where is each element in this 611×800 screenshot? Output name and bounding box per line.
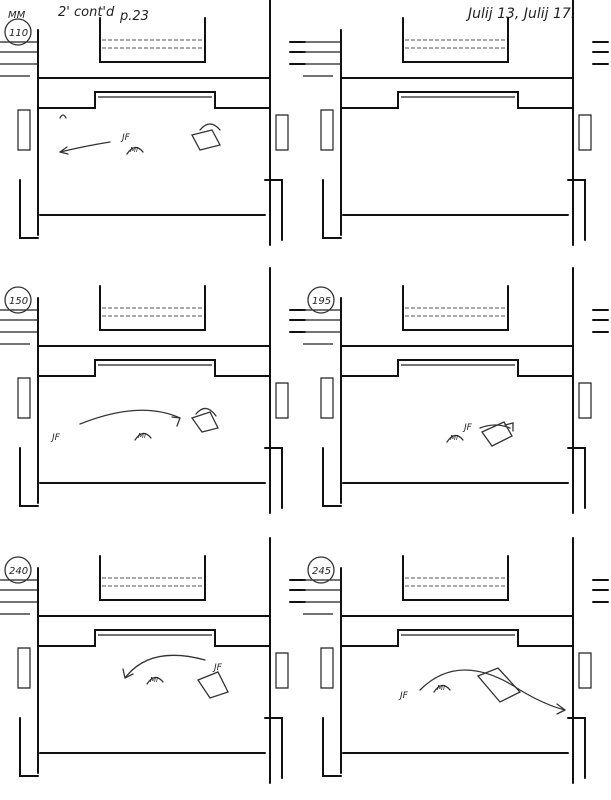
actor-label-mi: MI: [437, 684, 445, 692]
stage-outline: [37, 615, 271, 754]
side-doors: [320, 109, 592, 151]
prop-sketch: [197, 671, 229, 699]
wing-lines: [303, 579, 341, 615]
platform-steps: [102, 39, 203, 49]
downstage-corners: [322, 447, 586, 509]
stage-panel: 150: [0, 267, 306, 514]
wing-lines: [0, 579, 38, 615]
actor-label-jf: JF: [120, 133, 131, 143]
cue-number-circle: [307, 286, 335, 314]
cue-number: 245: [312, 566, 331, 577]
arrow-head: [59, 146, 69, 155]
arrow-head: [171, 416, 181, 427]
scene-label: 2' cont'd: [58, 5, 115, 20]
cue-number: 150: [9, 296, 28, 307]
downstage-corners: [19, 717, 283, 779]
upstage-platform: [99, 285, 206, 331]
actor-label-mi: MI: [130, 146, 138, 154]
cue-number: 240: [9, 566, 28, 577]
platform-steps: [405, 39, 506, 49]
upstage-platform: [402, 17, 509, 63]
cue-number-circle: [307, 556, 335, 584]
side-doors: [17, 377, 289, 419]
actor-mark: [134, 432, 152, 441]
downstage-corners: [19, 447, 283, 509]
actor-label-jf: JF: [50, 433, 61, 443]
stage-panel: 195: [303, 267, 609, 514]
downstage-corners: [19, 179, 283, 241]
actor-label-jf: JF: [212, 663, 223, 673]
prop-sketch: [190, 407, 219, 433]
upstage-platform: [402, 285, 509, 331]
stage-outline: [340, 345, 574, 484]
proscenium-walls: [37, 0, 306, 246]
wing-lines: [303, 309, 341, 345]
stage-panel: 110: [0, 0, 306, 246]
proscenium-walls: [37, 267, 306, 514]
cue-number-circle: [4, 18, 32, 46]
wing-lines: [0, 41, 38, 77]
cue-number: 110: [9, 28, 28, 39]
dates-label: Julij 13, Julij 17.: [465, 6, 575, 22]
actor-mark: [146, 676, 164, 685]
stage-outline: [37, 345, 271, 484]
actor-label-mi: MI: [450, 434, 458, 442]
stage-panel: 245: [303, 537, 609, 784]
actor-mark: [126, 146, 144, 155]
prop-sketch: [476, 667, 522, 703]
stage-panel: [303, 0, 609, 246]
proscenium-walls: [340, 267, 609, 514]
initials: MM: [8, 10, 26, 21]
proscenium-walls: [340, 0, 609, 246]
arrow-head: [122, 668, 134, 679]
platform-steps: [102, 577, 203, 587]
side-doors: [320, 377, 592, 419]
downstage-corners: [322, 717, 586, 779]
cue-number: 195: [312, 296, 331, 307]
stage-outline: [37, 77, 271, 216]
side-doors: [17, 647, 289, 689]
proscenium-walls: [340, 537, 609, 784]
arrow-head: [556, 703, 566, 715]
upstage-platform: [402, 555, 509, 601]
actor-mark: [446, 434, 464, 443]
stage-outline: [340, 615, 574, 754]
platform-steps: [102, 307, 203, 317]
proscenium-walls: [37, 537, 306, 784]
side-doors: [320, 647, 592, 689]
wing-lines: [303, 41, 341, 77]
movement-arrow: [59, 141, 111, 153]
downstage-corners: [322, 179, 586, 241]
actor-label-mi: MI: [150, 676, 158, 684]
mark-sketch: [59, 114, 67, 119]
actor-label-mi: MI: [138, 432, 146, 440]
stage-panel: 240: [0, 537, 306, 784]
movement-arrow: [79, 409, 181, 425]
upstage-platform: [99, 555, 206, 601]
prop-sketch: [481, 421, 514, 447]
prop-sketch: [191, 123, 221, 151]
actor-label-jf: JF: [398, 691, 409, 701]
stage-outline: [340, 77, 574, 216]
side-doors: [17, 109, 289, 151]
page-label: p.23: [119, 9, 149, 24]
upstage-platform: [99, 17, 206, 63]
actor-mark: [433, 684, 451, 693]
cue-number-circle: [4, 286, 32, 314]
wing-lines: [0, 309, 38, 345]
movement-arrow: [124, 654, 206, 679]
actor-label-jf: JF: [462, 423, 473, 433]
cue-number-circle: [4, 556, 32, 584]
platform-steps: [405, 577, 506, 587]
platform-steps: [405, 307, 506, 317]
